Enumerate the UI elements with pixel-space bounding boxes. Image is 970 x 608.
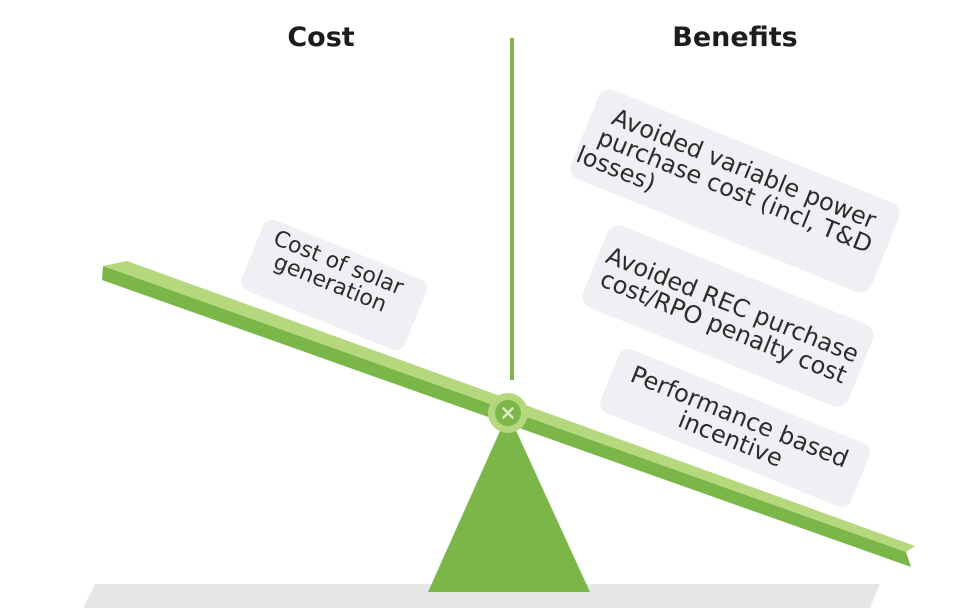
card-cost-of-solar-generation <box>241 219 427 351</box>
ground-shadow <box>83 584 880 608</box>
benefits-heading: Benefits <box>672 22 798 53</box>
center-divider <box>510 38 514 380</box>
fulcrum <box>428 413 590 592</box>
card-performance-based-incentive <box>600 348 870 508</box>
card-avoided-variable-power <box>570 89 900 293</box>
cost-heading: Cost <box>287 22 355 53</box>
card-avoided-rec-purchase <box>582 225 874 407</box>
close-x-icon <box>502 407 514 419</box>
